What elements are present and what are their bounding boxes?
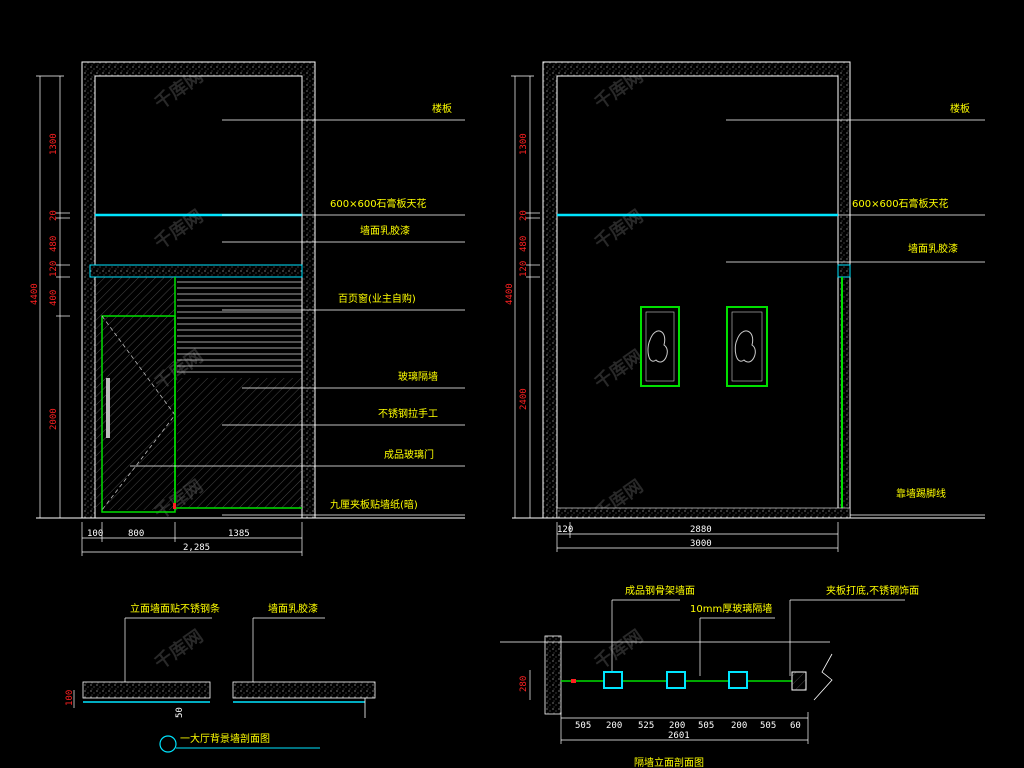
dim-left-800: 800 — [128, 529, 144, 539]
section-left-title: 一大厅背景墙剖面图 — [180, 732, 270, 745]
dim-right-120: 120 — [557, 525, 573, 535]
watermark: 千库网 — [590, 345, 647, 394]
label-right-wall-paint: 墙面乳胶漆 — [908, 242, 958, 255]
dim-section-right-height: 280 — [519, 676, 529, 692]
dim-left-400: 400 — [49, 290, 59, 306]
dim-right-1300: 1300 — [519, 133, 529, 155]
section-left-wall-2 — [232, 681, 376, 699]
section-right-post-1 — [603, 671, 623, 689]
dim-section-right-60: 60 — [790, 721, 801, 731]
section-right-leaders — [611, 599, 905, 676]
svg-text:千库网: 千库网 — [590, 345, 647, 394]
dim-left-2000: 2000 — [49, 408, 59, 430]
right-horizontal-dims — [556, 522, 839, 552]
dim-right-20: 20 — [519, 210, 529, 221]
section-right-post-2 — [666, 671, 686, 689]
dim-right-2880: 2880 — [690, 525, 712, 535]
right-leaders — [726, 119, 985, 516]
left-soffit-band — [89, 264, 303, 278]
dim-left-480: 480 — [49, 236, 59, 252]
dim-right-480: 480 — [519, 236, 529, 252]
dim-section-right-total: 2601 — [668, 731, 690, 741]
dim-section-left-100: 100 — [65, 690, 75, 706]
dim-right-120: 120 — [519, 261, 529, 277]
left-elevation: 楼板 600×600石膏板天花 墙面乳胶漆 百页窗(业主自购) 玻璃隔墙 不锈钢… — [30, 61, 465, 556]
dim-left-20: 20 — [49, 210, 59, 221]
section-right-post-3 — [728, 671, 748, 689]
dim-section-right-200a: 200 — [606, 721, 622, 731]
label-wall-paint: 墙面乳胶漆 — [360, 224, 410, 237]
watermark: 千库网 — [150, 205, 207, 254]
label-louver: 百页窗(业主自购) — [338, 292, 416, 305]
section-left-wall-1 — [82, 681, 211, 699]
section-left-leaders — [124, 617, 325, 690]
dim-section-right-505b: 505 — [698, 721, 714, 731]
decor-panel-right — [726, 306, 768, 387]
left-louver-blinds — [177, 281, 302, 373]
svg-text:千库网: 千库网 — [150, 205, 207, 254]
label-ceiling-tile: 600×600石膏板天花 — [330, 197, 427, 210]
svg-text:千库网: 千库网 — [150, 625, 207, 674]
dim-left-1385: 1385 — [228, 529, 250, 539]
dim-left-total: 4400 — [30, 283, 40, 305]
section-left-tag — [159, 735, 177, 753]
left-floor-marker — [173, 503, 176, 509]
right-floor-strip — [556, 507, 851, 519]
label-glass-door: 成品玻璃门 — [384, 448, 434, 461]
dim-left-width-total: 2,285 — [183, 543, 210, 553]
label-section-right-c: 夹板打底,不锈钢饰面 — [826, 584, 919, 597]
label-right-skirting: 靠墙踢脚线 — [896, 487, 946, 500]
label-handle: 不锈钢拉手工 — [378, 407, 438, 420]
dim-section-right-200b: 200 — [669, 721, 685, 731]
svg-text:千库网: 千库网 — [590, 205, 647, 254]
watermark: 千库网 — [590, 205, 647, 254]
left-leaders — [130, 119, 465, 516]
left-door-handle — [106, 378, 110, 438]
right-column-top — [837, 264, 851, 278]
dim-section-right-505c: 505 — [760, 721, 776, 731]
svg-text:千库网: 千库网 — [590, 625, 647, 674]
label-right-ceiling-tile: 600×600石膏板天花 — [852, 197, 949, 210]
section-right-break-line — [813, 653, 833, 701]
right-elevation: 楼板 600×600石膏板天花 墙面乳胶漆 靠墙踢脚线 4400 1300 20… — [505, 61, 985, 552]
dim-left-100: 100 — [87, 529, 103, 539]
dim-section-right-505a: 505 — [575, 721, 591, 731]
dim-left-1300: 1300 — [49, 133, 59, 155]
label-skirting: 九厘夹板贴墙纸(暗) — [330, 498, 418, 511]
label-section-left-b: 墙面乳胶漆 — [268, 602, 318, 615]
section-right-end-post — [791, 671, 807, 691]
label-section-right-a: 成品钢骨架墙面 — [625, 584, 695, 597]
watermark: 千库网 — [590, 625, 647, 674]
label-ceiling-slab: 楼板 — [432, 102, 452, 115]
dim-right-width-total: 3000 — [690, 539, 712, 549]
left-vertical-dims — [36, 75, 70, 518]
dim-right-total: 4400 — [505, 283, 515, 305]
dim-section-right-200c: 200 — [731, 721, 747, 731]
section-right-marker — [571, 679, 576, 683]
left-horizontal-dims — [81, 522, 303, 556]
label-right-ceiling-slab: 楼板 — [950, 102, 970, 115]
label-glass-wall: 玻璃隔墙 — [398, 370, 438, 383]
section-right: 成品钢骨架墙面 10mm厚玻璃隔墙 夹板打底,不锈钢饰面 280 505 200… — [500, 584, 919, 768]
dim-left-120: 120 — [49, 261, 59, 277]
watermark-layer: 千库网 千库网 千库网 千库网 千库网 千库网 千库网 千库网 千库网 千库网 — [150, 65, 647, 674]
section-right-wall — [544, 635, 562, 715]
dim-section-right-525: 525 — [638, 721, 654, 731]
section-right-dims — [500, 641, 830, 744]
decor-panel-left — [640, 306, 680, 387]
dim-right-2400: 2400 — [519, 388, 529, 410]
right-vertical-dims — [511, 75, 540, 518]
section-left: 立面墙面贴不锈钢条 墙面乳胶漆 100 50 一大厅背景墙剖面图 — [65, 602, 376, 753]
right-wall-frame — [542, 61, 851, 519]
left-glass-hatch-lower — [177, 378, 302, 508]
section-right-title: 隔墙立面剖面图 — [634, 756, 704, 768]
dim-section-left-50: 50 — [175, 707, 185, 718]
label-section-left-a: 立面墙面贴不锈钢条 — [130, 602, 220, 615]
watermark: 千库网 — [150, 625, 207, 674]
label-section-right-b: 10mm厚玻璃隔墙 — [690, 602, 772, 615]
